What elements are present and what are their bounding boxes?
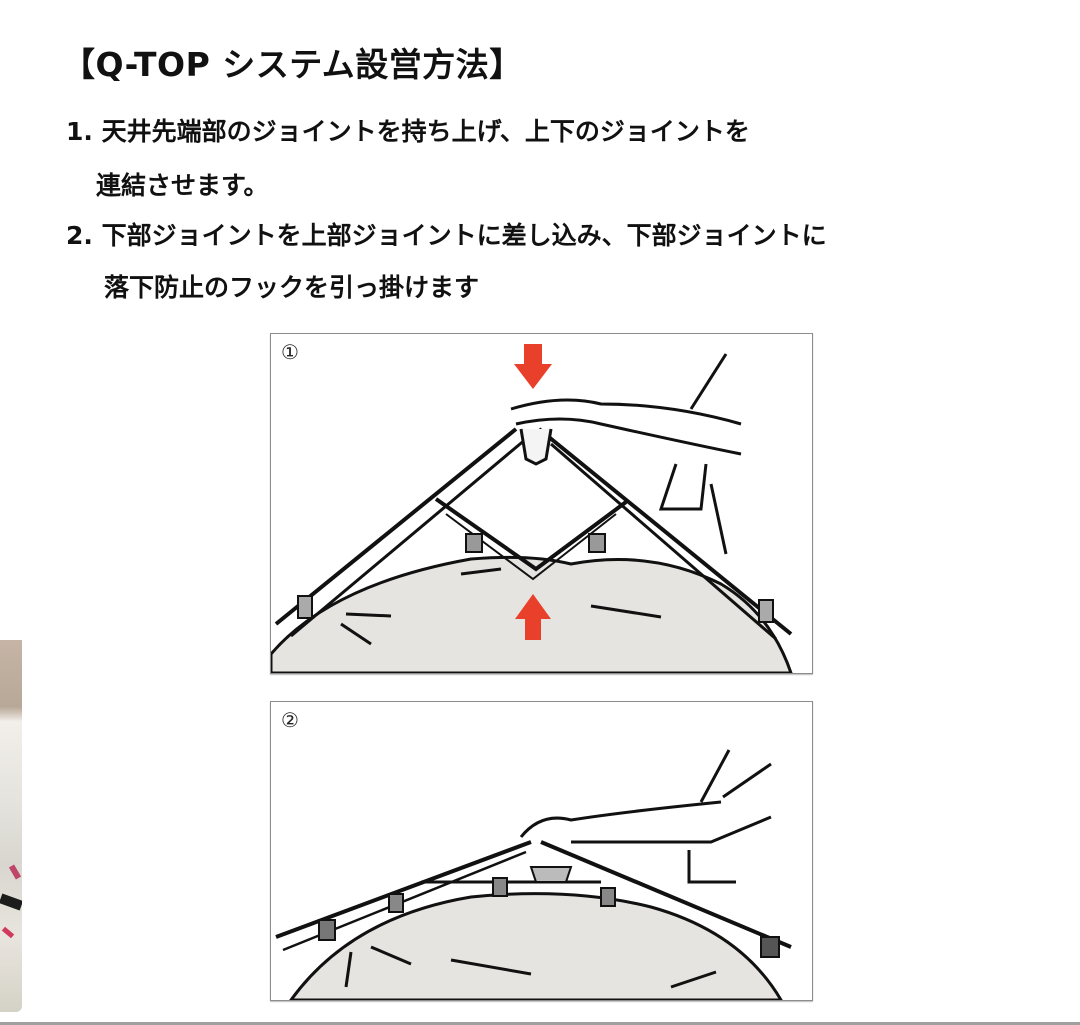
step-2-line-1: 2. 下部ジョイントを上部ジョイントに差し込み、下部ジョイントに — [66, 221, 827, 250]
adjacent-photo-edge — [0, 640, 22, 1012]
step-1-line-1: 1. 天井先端部のジョイントを持ち上げ、上下のジョイントを — [66, 117, 750, 146]
figure-2-number: ② — [281, 708, 299, 732]
tent-joint-illustration-2 — [275, 749, 792, 1000]
step-2-line-2: 落下防止のフックを引っ掛けます — [104, 273, 480, 302]
bottom-divider — [0, 1022, 1080, 1025]
arrow-down-icon — [514, 344, 552, 389]
manual-title: 【Q-TOP システム設営方法】 — [62, 45, 523, 84]
arrow-up-icon — [515, 594, 551, 640]
tent-joint-illustration-1 — [271, 344, 793, 673]
figure-1-panel: ① — [270, 333, 813, 674]
figure-2-panel: ② — [270, 701, 813, 1001]
step-1-line-2: 連結させます。 — [96, 171, 269, 200]
figure-1-number: ① — [281, 340, 299, 364]
